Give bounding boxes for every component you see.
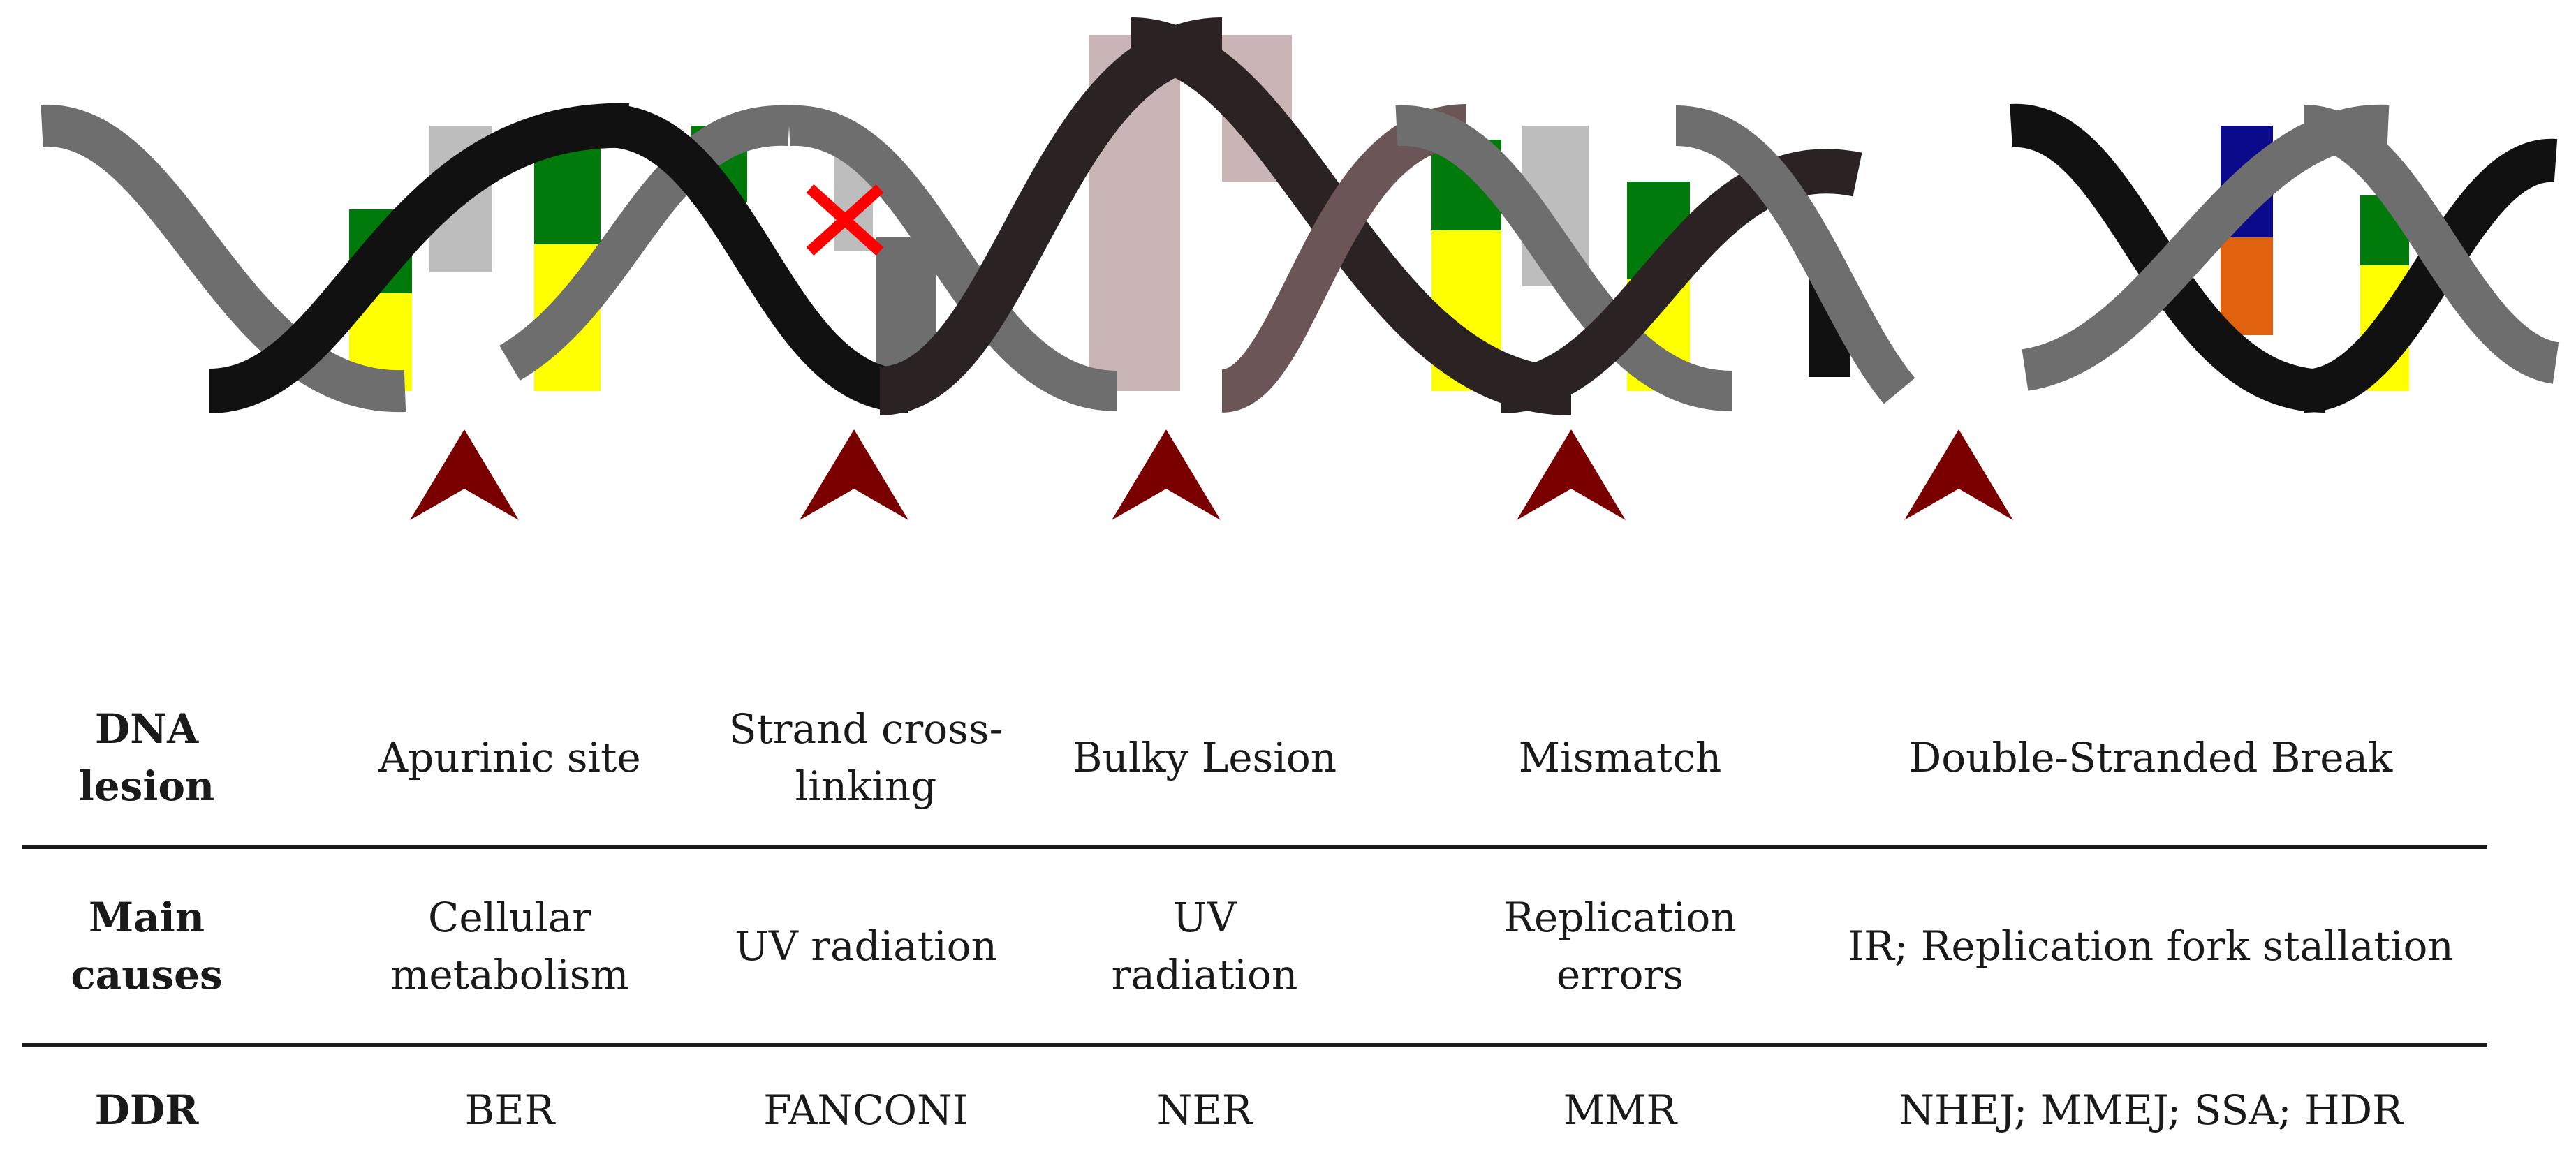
lesion-arrow-icon — [410, 429, 519, 520]
cell-text: radiation — [1111, 951, 1298, 998]
helix-strand — [41, 104, 406, 413]
row-ddr: DDR BER FANCONI NER MMR NHEJ; MMEJ; SSA;… — [0, 1047, 2576, 1173]
cell-text: Apurinic site — [378, 734, 641, 781]
dna-helix-diagram — [41, 17, 2561, 520]
cell-text: Replication — [1503, 894, 1737, 941]
cell-text: MMR — [1563, 1086, 1677, 1134]
cell-bulky-lesion: Bulky Lesion — [1047, 670, 1362, 845]
helix-strand — [208, 103, 629, 413]
row-main-causes: Main causes Cellular metabolism UV radiati… — [0, 849, 2576, 1043]
table-divider-1 — [22, 845, 2487, 849]
cell-text: linking — [795, 762, 937, 810]
cell-apurinic-site: Apurinic site — [300, 670, 719, 845]
cell-text: NHEJ; MMEJ; SSA; HDR — [1899, 1086, 2403, 1134]
lesion-arrows — [410, 429, 2013, 520]
helix-strands-layer — [41, 17, 2561, 415]
header-line: DNA — [94, 705, 199, 753]
cell-text: Mismatch — [1518, 734, 1722, 781]
crosslink-x-stroke — [806, 184, 884, 256]
header-line: causes — [71, 951, 223, 998]
row-header: DDR — [56, 1047, 237, 1173]
cell-text: NER — [1156, 1086, 1253, 1134]
cell-text: UV — [1172, 894, 1237, 941]
lesion-arrow-icon — [1112, 429, 1221, 520]
cell-ir-replication-fork: IR; Replication fork stallation — [1809, 849, 2493, 1043]
cell-uv-radiation-2: UV radiation — [1047, 849, 1362, 1043]
helix-strand — [2302, 105, 2561, 384]
cell-ber: BER — [300, 1047, 719, 1173]
helix-strand — [599, 103, 909, 413]
cell-replication-errors: Replication errors — [1445, 849, 1795, 1043]
cell-mismatch: Mismatch — [1445, 670, 1795, 845]
crosslink-mark — [806, 184, 884, 256]
cell-text: Bulky Lesion — [1072, 734, 1337, 781]
cell-text: FANCONI — [763, 1086, 969, 1134]
cell-text: Double-Stranded Break — [1908, 734, 2393, 781]
base-segment — [2221, 237, 2273, 335]
cell-double-stranded-break: Double-Stranded Break — [1809, 670, 2493, 845]
cell-nhej-mmej-ssa-hdr: NHEJ; MMEJ; SSA; HDR — [1809, 1047, 2493, 1173]
lesion-arrow-icon — [800, 429, 908, 520]
table-divider-2 — [22, 1043, 2487, 1047]
cell-text: Strand cross- — [728, 705, 1003, 753]
helix-strand — [1675, 105, 1915, 404]
cell-text: Cellular — [427, 894, 591, 941]
cell-mmr: MMR — [1445, 1047, 1795, 1173]
cell-text: errors — [1556, 951, 1684, 998]
row-dna-lesion: DNA lesion Apurinic site Strand cross-lin… — [0, 670, 2576, 845]
header-line: Main — [89, 894, 205, 941]
cell-uv-radiation: UV radiation — [684, 849, 1047, 1043]
lesion-arrow-icon — [1517, 429, 1626, 520]
row-header: Main causes — [56, 849, 237, 1043]
helix-strand — [2010, 103, 2327, 413]
cell-text: BER — [464, 1086, 555, 1134]
row-header: DNA lesion — [56, 670, 237, 845]
helix-strand — [499, 105, 790, 381]
cell-cellular-metabolism: Cellular metabolism — [300, 849, 719, 1043]
helix-strand — [1395, 105, 1733, 411]
cell-text: metabolism — [390, 951, 629, 998]
cell-text: IR; Replication fork stallation — [1848, 922, 2454, 970]
cell-strand-crosslinking: Strand cross-linking — [684, 670, 1047, 845]
cell-ner: NER — [1047, 1047, 1362, 1173]
header-line: DDR — [94, 1086, 199, 1134]
cell-text: UV radiation — [735, 922, 997, 970]
header-line: lesion — [78, 762, 215, 810]
cell-fanconi: FANCONI — [684, 1047, 1047, 1173]
lesion-arrow-icon — [1904, 429, 2013, 520]
helix-strand — [788, 105, 1119, 411]
